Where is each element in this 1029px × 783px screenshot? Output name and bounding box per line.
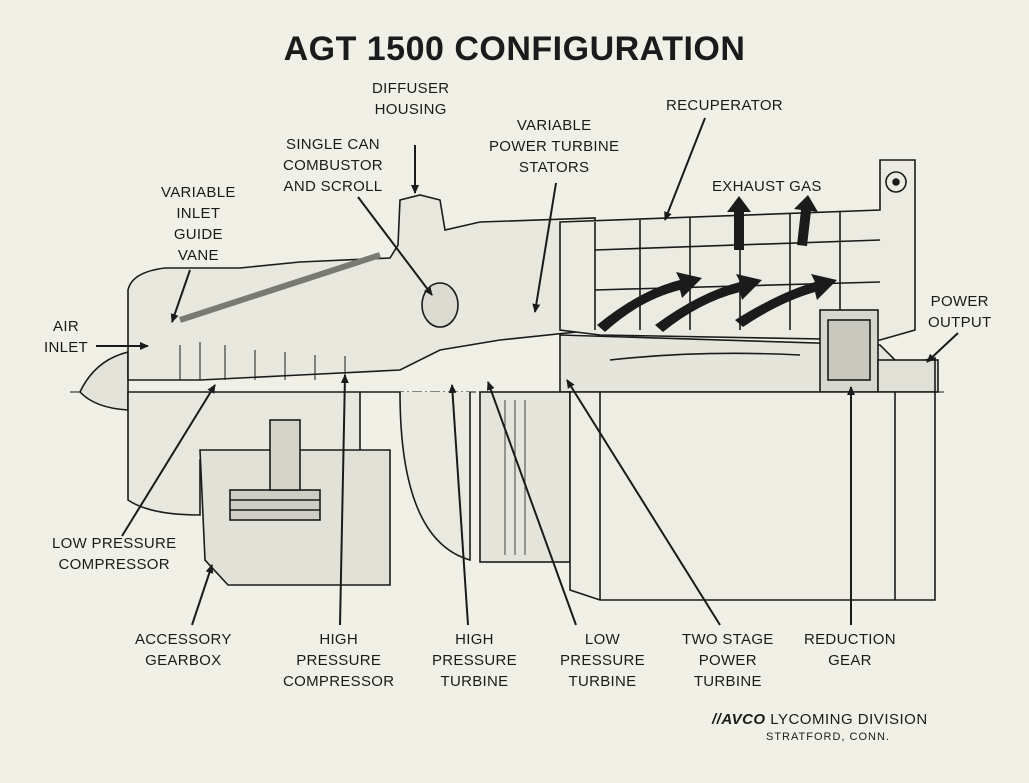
label-line: PRESSURE: [296, 652, 382, 669]
label-line: HIGH: [455, 631, 494, 648]
label-line: HOUSING: [374, 101, 447, 118]
label-line: AIR: [53, 318, 79, 335]
label-exhaust-gas: EXHAUST GAS: [712, 176, 822, 197]
label-line: ACCESSORY: [135, 631, 232, 648]
label-high-pressure-compressor: HIGH PRESSURE COMPRESSOR: [283, 629, 394, 692]
label-line: COMBUSTOR: [283, 157, 383, 174]
label-line: RECUPERATOR: [666, 97, 783, 114]
label-line: PRESSURE: [432, 652, 517, 669]
label-line: LOW PRESSURE: [52, 535, 177, 552]
label-line: STATORS: [518, 159, 590, 176]
label-high-pressure-turbine: HIGH PRESSURE TURBINE: [432, 629, 517, 692]
label-power-output: POWER OUTPUT: [928, 291, 991, 333]
label-reduction-gear: REDUCTION GEAR: [804, 629, 896, 671]
label-accessory-gearbox: ACCESSORY GEARBOX: [135, 629, 232, 671]
footer-brand: //AVCO LYCOMING DIVISION: [712, 711, 928, 728]
label-recuperator: RECUPERATOR: [666, 95, 783, 116]
label-line: COMPRESSOR: [283, 673, 395, 690]
label-variable-inlet-guide-vane: VARIABLE INLET GUIDE VANE: [161, 182, 236, 266]
label-line: SINGLE CAN: [286, 136, 380, 153]
label-line: TURBINE: [568, 673, 637, 690]
label-low-pressure-turbine: LOW PRESSURE TURBINE: [560, 629, 645, 692]
label-line: TURBINE: [440, 673, 509, 690]
label-line: POWER TURBINE: [489, 138, 620, 155]
label-line: VARIABLE: [516, 117, 592, 134]
label-line: POWER: [698, 652, 757, 669]
label-line: GEARBOX: [145, 652, 222, 669]
label-line: HIGH: [319, 631, 359, 648]
label-line: DIFFUSER: [372, 80, 450, 97]
label-variable-power-turbine-stators: VARIABLE POWER TURBINE STATORS: [489, 115, 619, 178]
label-line: OUTPUT: [928, 314, 992, 331]
label-line: INLET: [176, 205, 221, 222]
label-low-pressure-compressor: LOW PRESSURE COMPRESSOR: [52, 533, 176, 575]
label-line: TURBINE: [693, 673, 762, 690]
label-single-can-combustor: SINGLE CAN COMBUSTOR AND SCROLL: [283, 134, 383, 197]
division-name: LYCOMING DIVISION: [765, 711, 928, 728]
label-line: AND SCROLL: [283, 178, 383, 195]
label-line: PRESSURE: [560, 652, 645, 669]
label-diffuser-housing: DIFFUSER HOUSING: [372, 78, 449, 120]
label-line: VARIABLE: [161, 184, 236, 201]
diagram-title: AGT 1500 CONFIGURATION: [283, 30, 746, 68]
label-line: TWO STAGE: [682, 631, 774, 648]
label-line: GUIDE: [173, 226, 223, 243]
label-line: EXHAUST GAS: [712, 178, 822, 195]
label-air-inlet: AIR INLET: [44, 316, 88, 358]
label-line: REDUCTION: [804, 631, 896, 648]
footer-location: STRATFORD, CONN.: [766, 731, 890, 743]
label-two-stage-power-turbine: TWO STAGE POWER TURBINE: [682, 629, 774, 692]
label-line: GEAR: [828, 652, 872, 669]
label-line: COMPRESSOR: [58, 556, 170, 573]
brand-name: AVCO: [721, 711, 766, 728]
label-line: VANE: [177, 247, 219, 264]
label-line: INLET: [44, 339, 89, 356]
label-line: LOW: [584, 631, 620, 648]
avco-logo-icon: //: [712, 711, 722, 728]
label-line: POWER: [930, 293, 989, 310]
